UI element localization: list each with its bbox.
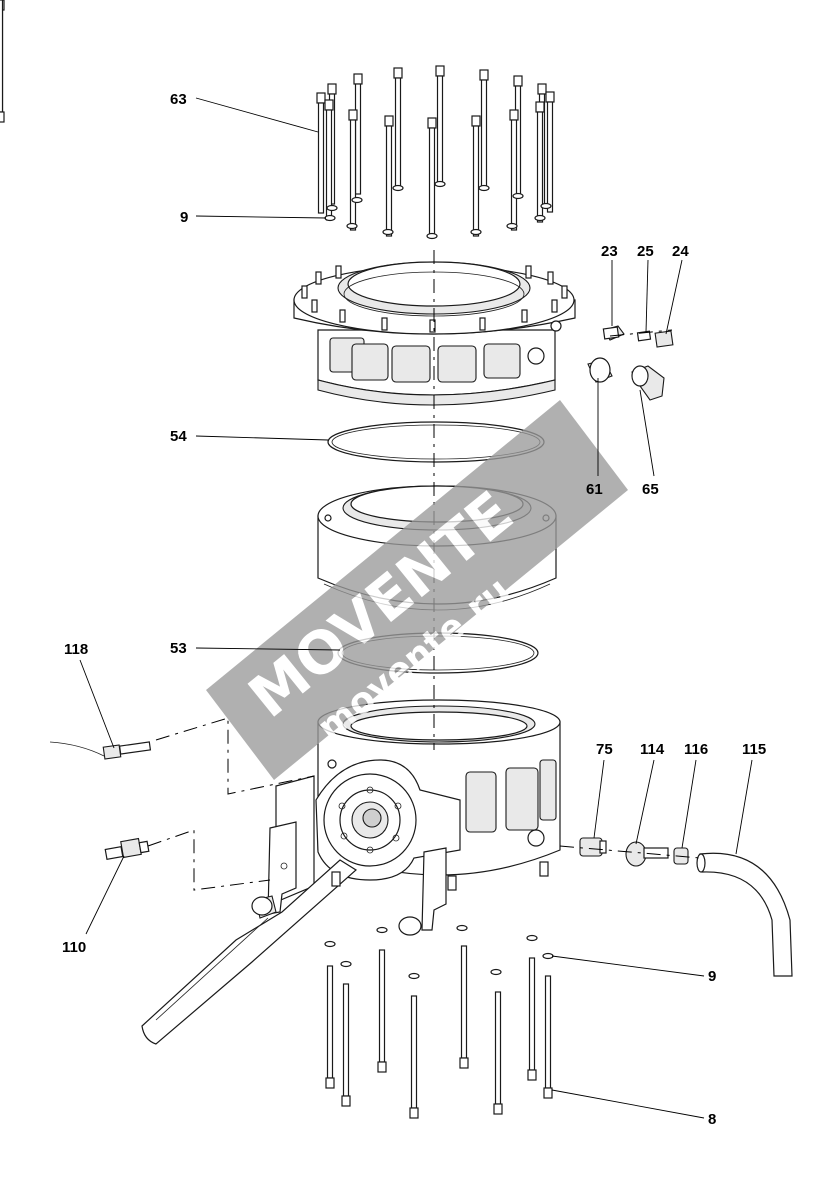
callout-110: 110 (62, 939, 86, 956)
fittings-75-114-116 (579, 837, 689, 867)
top-washers-9 (324, 180, 552, 240)
callout-9-top: 9 (180, 209, 188, 226)
fitting-110 (104, 837, 150, 861)
callout-labels: 63 9 23 25 24 61 65 54 53 118 75 114 116… (62, 91, 766, 1128)
bottom-bolts-8 (0, 0, 553, 1119)
callout-25: 25 (637, 243, 654, 260)
cam-plate-and-handle (141, 759, 549, 1045)
hose-115 (696, 852, 793, 977)
callout-115: 115 (742, 741, 766, 758)
callout-23: 23 (601, 243, 618, 260)
callout-65: 65 (642, 481, 659, 498)
callout-53: 53 (170, 640, 187, 657)
callout-54: 54 (170, 428, 187, 445)
callout-118: 118 (64, 641, 88, 658)
top-bolts-63 (0, 0, 555, 239)
callout-8: 8 (708, 1111, 716, 1128)
fittings-23-25-24 (602, 325, 674, 348)
callout-9-bottom: 9 (708, 968, 716, 985)
callout-61: 61 (586, 481, 603, 498)
callout-114: 114 (640, 741, 665, 758)
callout-24: 24 (672, 243, 689, 260)
callout-63: 63 (170, 91, 187, 108)
sensor-118 (49, 741, 152, 760)
callout-116: 116 (684, 741, 708, 758)
assembly-axes (147, 250, 701, 891)
callout-75: 75 (596, 741, 613, 758)
fittings-61-65 (587, 357, 665, 401)
leader-lines (79, 97, 753, 1119)
bottom-washers-9 (324, 924, 554, 980)
